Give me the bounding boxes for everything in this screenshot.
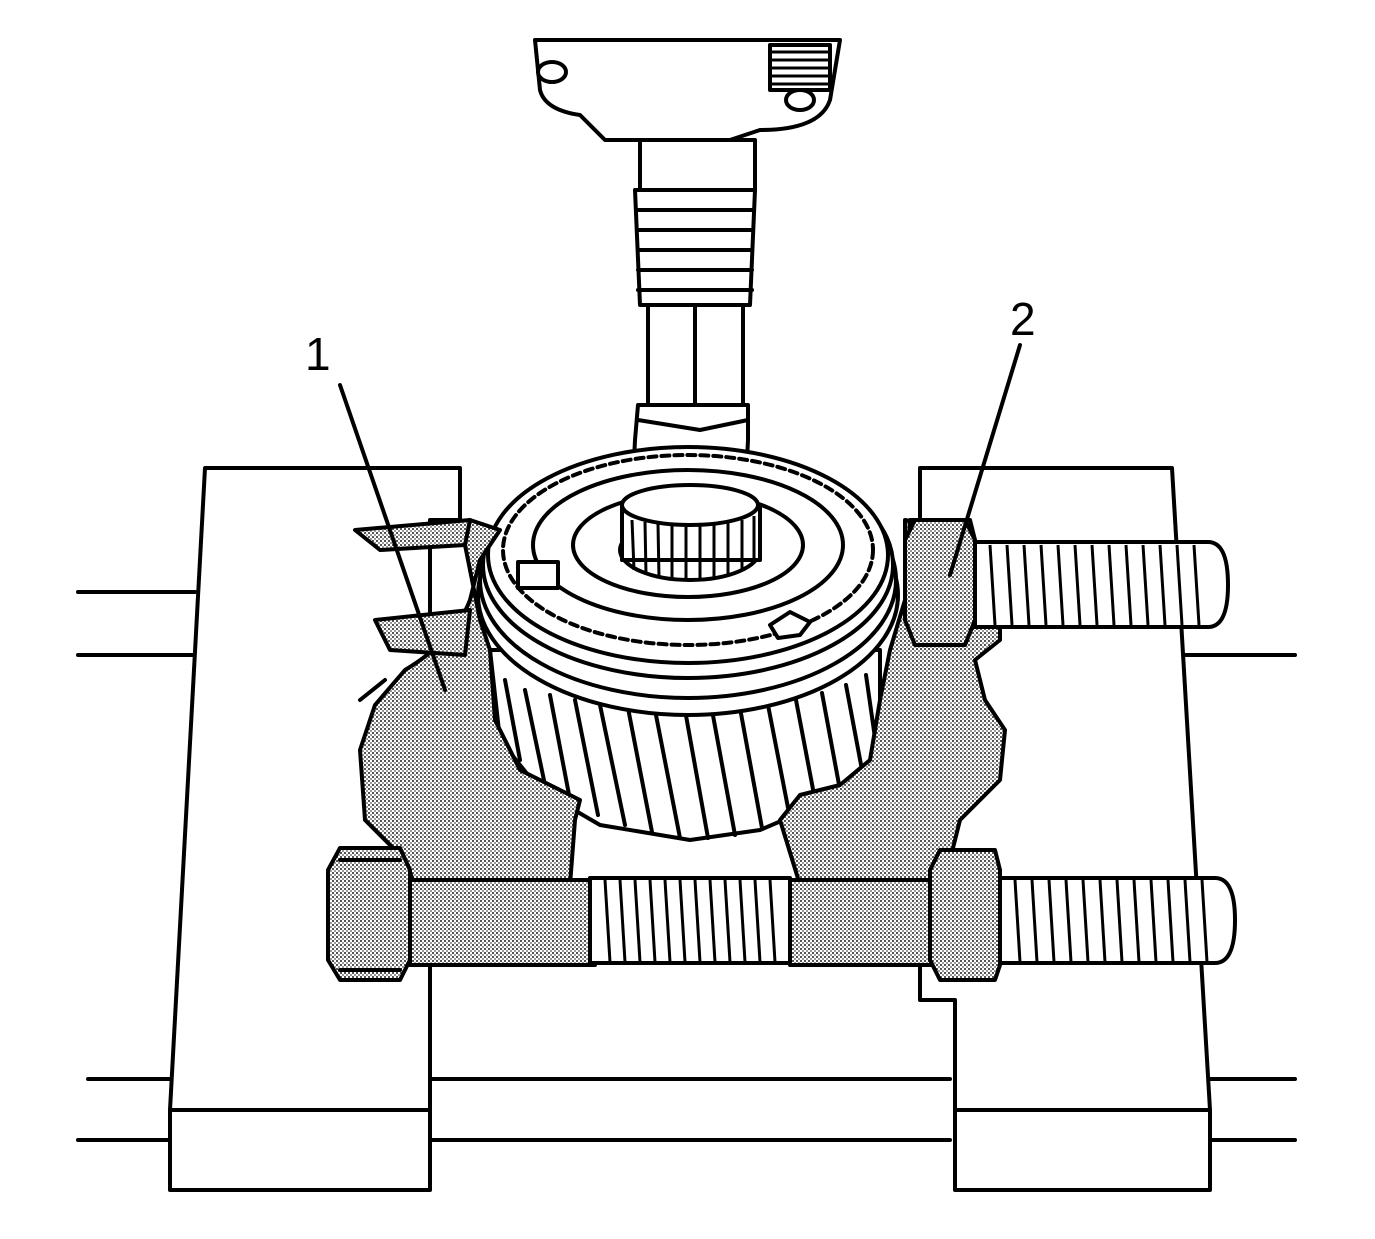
- callout-1-label: 1: [305, 328, 331, 380]
- lower-bolt: [588, 876, 1237, 965]
- gear-assembly: [476, 445, 900, 842]
- callout-2-label: 2: [1010, 293, 1036, 345]
- upper-bolt: [973, 540, 1230, 629]
- press-ram: [533, 38, 842, 502]
- callout-2: 2: [948, 293, 1036, 577]
- callout-1: 1: [305, 328, 447, 692]
- bearing: [618, 483, 762, 582]
- ground-lines: [76, 590, 1297, 1142]
- bearing-separator: [326, 518, 1007, 982]
